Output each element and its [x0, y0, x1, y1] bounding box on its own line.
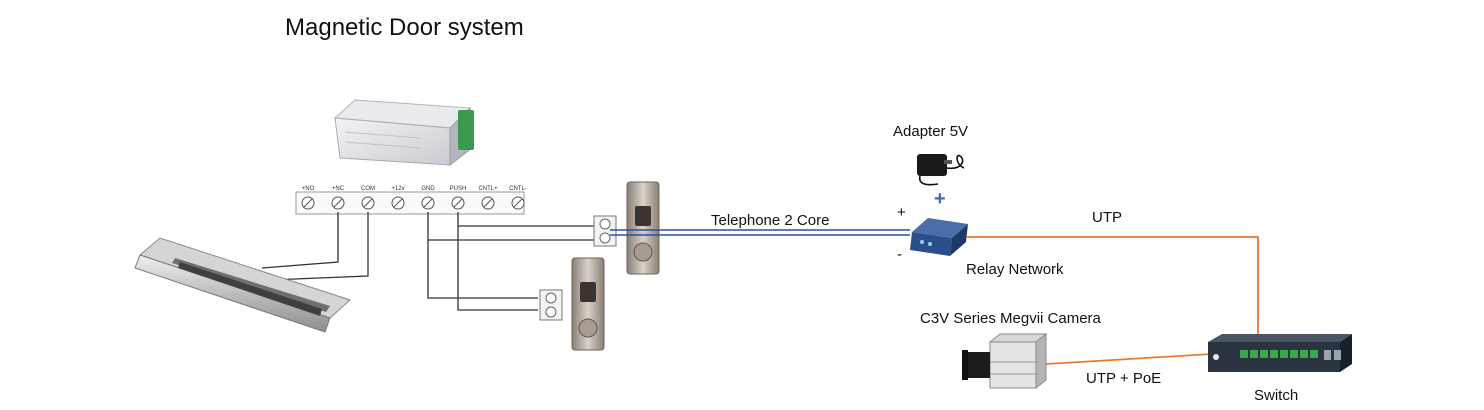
relay-minus-label: - — [897, 246, 902, 263]
adapter-icon — [917, 154, 965, 186]
camera-label: C3V Series Megvii Camera — [920, 310, 1102, 327]
terminal-screw-slot — [393, 198, 403, 208]
switch-port — [1310, 350, 1318, 358]
magnetic-lock-icon — [134, 237, 351, 333]
terminal-screw-slot — [453, 198, 463, 208]
switch-port — [1250, 350, 1258, 358]
switch-power-led — [1213, 354, 1219, 360]
terminal-label: CNTL+ — [478, 186, 498, 192]
terminal-screw-slot — [483, 198, 493, 208]
terminal-block-1 — [593, 215, 617, 247]
utp-poe-label: UTP + PoE — [1086, 370, 1161, 387]
switch-port — [1300, 350, 1308, 358]
terminal-label: PUSH — [450, 186, 467, 192]
terminal-label: +12v — [391, 186, 404, 192]
switch-sfp-port — [1334, 350, 1341, 360]
switch-port — [1280, 350, 1288, 358]
utp-wire — [966, 236, 1259, 336]
exit-button-icon — [571, 257, 605, 351]
terminal-screw-slot — [423, 198, 433, 208]
controller-wiring — [261, 212, 596, 311]
terminal-label: GND — [421, 186, 435, 192]
terminal-strip: +NO +NC COM +12v GND PUSH CNTL+ CNTL- — [295, 186, 527, 215]
switch-port — [1270, 350, 1278, 358]
terminal-label: CNTL- — [509, 186, 527, 192]
switch-port — [1240, 350, 1248, 358]
terminal-screw-slot — [303, 198, 313, 208]
telephone-wire — [610, 229, 910, 236]
terminal-label: +NC — [332, 186, 345, 192]
utp-label: UTP — [1092, 209, 1122, 226]
camera-icon — [962, 332, 1048, 390]
utp-poe-wire — [1045, 353, 1213, 365]
terminal-screw-slot — [363, 198, 373, 208]
telephone-wire-label: Telephone 2 Core — [711, 212, 829, 229]
terminal-label: COM — [361, 186, 375, 192]
switch-icon — [1208, 334, 1352, 372]
relay-network-icon — [910, 218, 968, 256]
exit-button-icon — [626, 181, 660, 275]
terminal-screw-slot — [333, 198, 343, 208]
controller-box-icon — [333, 99, 474, 167]
switch-label: Switch — [1254, 387, 1298, 404]
plus-sign: + — [934, 188, 946, 210]
relay-plus-label: + — [897, 204, 906, 221]
relay-label: Relay Network — [966, 261, 1064, 278]
terminal-block-2 — [539, 289, 563, 321]
switch-port — [1290, 350, 1298, 358]
diagram-title: Magnetic Door system — [285, 14, 524, 41]
switch-port — [1260, 350, 1268, 358]
adapter-label: Adapter 5V — [893, 123, 968, 140]
switch-sfp-port — [1324, 350, 1331, 360]
terminal-screw-slot — [513, 198, 523, 208]
terminal-label: +NO — [302, 186, 315, 192]
